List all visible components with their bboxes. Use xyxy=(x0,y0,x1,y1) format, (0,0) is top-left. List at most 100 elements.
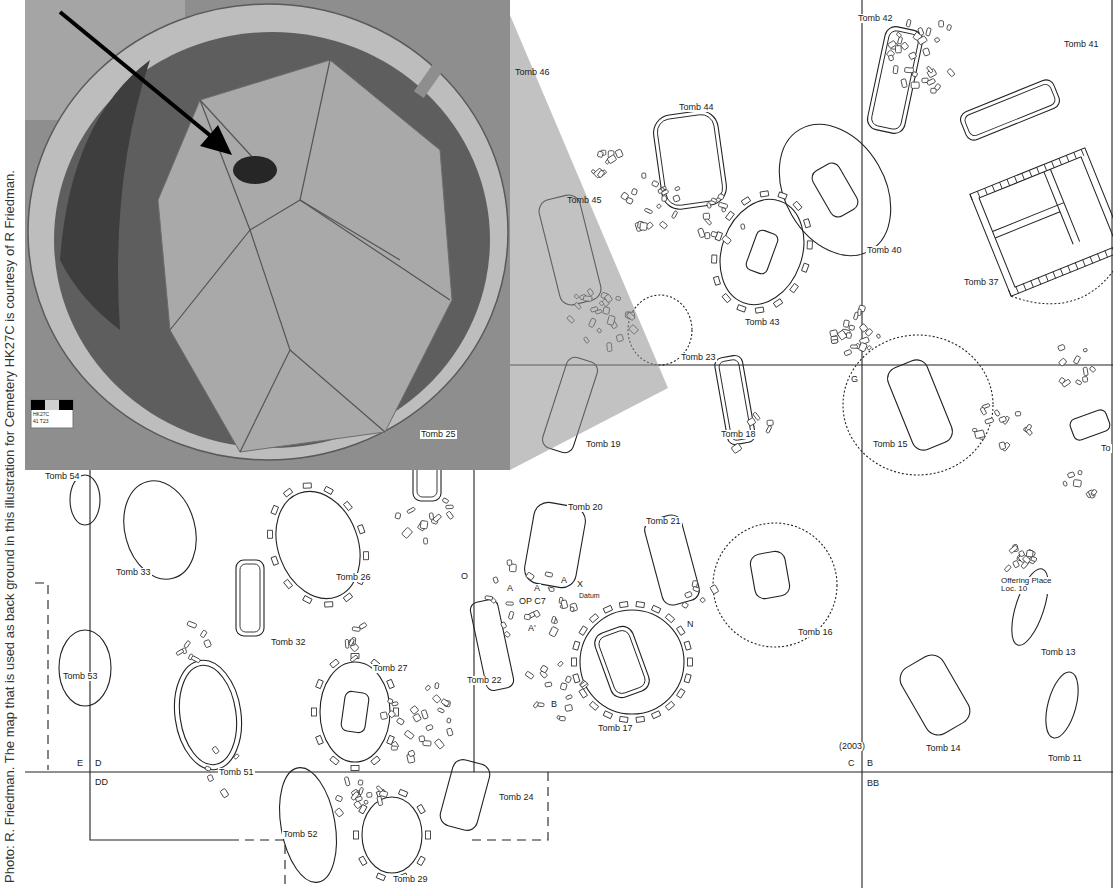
tomb-outline xyxy=(958,77,1062,142)
brick-joint xyxy=(970,194,973,200)
mudbrick xyxy=(807,241,812,249)
tomb-pit xyxy=(744,229,779,276)
stone xyxy=(493,577,499,584)
mudbrick xyxy=(271,556,278,565)
stone xyxy=(376,785,383,792)
stone xyxy=(391,741,399,749)
mudbrick xyxy=(755,307,764,313)
stone xyxy=(570,603,578,612)
stone xyxy=(501,622,507,629)
brick-joint xyxy=(1081,149,1084,155)
point-letter: A xyxy=(533,584,541,593)
mudbrick xyxy=(712,255,717,263)
stone xyxy=(579,680,588,689)
stone xyxy=(540,665,548,673)
shard-crack xyxy=(290,350,385,432)
mudbrick xyxy=(325,602,333,607)
mudbrick xyxy=(387,679,395,688)
stone xyxy=(570,607,574,612)
mudbrick xyxy=(363,552,368,560)
stone xyxy=(387,698,393,703)
stone xyxy=(565,676,571,683)
stone xyxy=(1004,565,1011,572)
tomb-ring xyxy=(1040,669,1085,742)
stone xyxy=(927,78,936,85)
stone xyxy=(999,416,1007,423)
tomb-outline xyxy=(895,650,975,740)
stone xyxy=(865,328,873,336)
mudbrick xyxy=(376,873,385,881)
tomb-pit-inner xyxy=(597,628,648,695)
stone xyxy=(923,48,930,56)
stone xyxy=(934,37,939,42)
pit-edge-dotted xyxy=(1011,250,1113,322)
stone xyxy=(432,694,441,703)
tomb-pit xyxy=(809,160,861,220)
scale-square xyxy=(31,400,45,410)
grid-letter: C xyxy=(847,759,856,768)
stone xyxy=(911,82,919,88)
stone xyxy=(858,309,861,316)
stone xyxy=(402,527,413,538)
mudbrick xyxy=(359,856,367,865)
tomb-label: Tomb 17 xyxy=(597,724,634,733)
zoom-wedge xyxy=(510,15,668,470)
mudbrick xyxy=(589,614,598,623)
stone xyxy=(212,746,219,754)
point-letter: X xyxy=(576,580,584,589)
stone xyxy=(437,708,444,714)
tomb-ring-line xyxy=(320,662,390,762)
stone xyxy=(662,196,667,202)
tomb-ring xyxy=(572,602,693,723)
tomb-label: Tomb 23 xyxy=(680,353,717,362)
tomb-label: To xyxy=(1100,444,1112,453)
shard-crack xyxy=(250,200,300,230)
stone xyxy=(837,330,847,340)
stone xyxy=(985,418,994,424)
stone xyxy=(682,602,689,609)
scale-square xyxy=(45,400,59,410)
photo-ground xyxy=(25,0,510,470)
tomb-pit xyxy=(522,500,587,590)
stone xyxy=(392,702,398,707)
tomb-outline xyxy=(438,757,492,833)
stone xyxy=(446,511,454,519)
stone xyxy=(538,703,544,707)
zoom-wedge-shade xyxy=(510,15,668,470)
stone xyxy=(1083,348,1087,352)
mudbrick xyxy=(283,488,292,497)
tomb-label: Tomb 22 xyxy=(466,676,503,685)
stone xyxy=(207,774,214,781)
stone xyxy=(711,198,717,203)
stone xyxy=(413,713,422,722)
stone xyxy=(557,661,563,667)
stone xyxy=(718,202,728,209)
stone xyxy=(897,37,902,44)
stone xyxy=(525,671,534,679)
tomb-label: Tomb 54 xyxy=(44,472,81,481)
stone xyxy=(549,587,554,591)
brick-joint xyxy=(1059,158,1062,164)
stone xyxy=(184,640,191,648)
mudbrick xyxy=(312,708,317,716)
stone xyxy=(395,513,401,520)
stone xyxy=(426,724,434,730)
tomb-ring-line xyxy=(70,475,100,525)
stone xyxy=(831,339,838,343)
brick-joint xyxy=(1068,266,1071,272)
brick-joint xyxy=(1031,281,1034,287)
point-letter: A' xyxy=(527,624,537,633)
stone xyxy=(1015,411,1021,416)
tomb-pit-inner xyxy=(656,113,725,207)
stone xyxy=(420,521,428,529)
stone xyxy=(710,585,719,595)
brick-joint xyxy=(1066,155,1069,161)
stone xyxy=(545,682,552,687)
pointer-arrowhead xyxy=(200,125,232,155)
mudbrick xyxy=(603,711,612,719)
stone xyxy=(508,611,514,619)
brick-joint xyxy=(1074,152,1077,158)
stone xyxy=(526,572,535,580)
tomb-pit-inner xyxy=(963,83,1057,138)
tomb-ring xyxy=(757,104,914,275)
